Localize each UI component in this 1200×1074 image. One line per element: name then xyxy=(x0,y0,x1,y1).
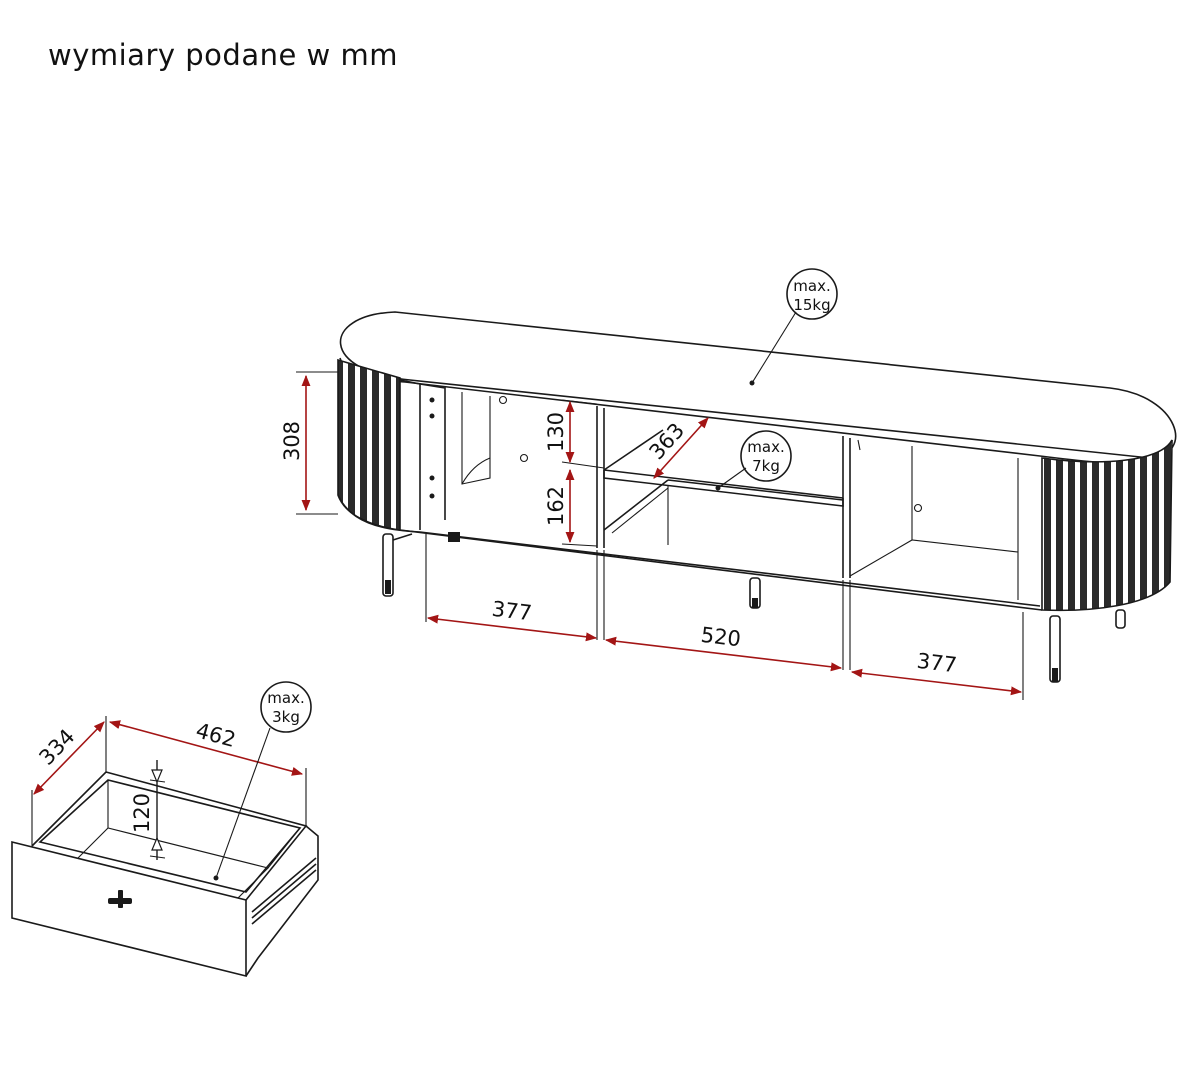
dim-shelf-upper: 130 xyxy=(544,412,568,452)
load-badge-shelf: max. 7kg xyxy=(715,430,792,491)
drawer-inner-box xyxy=(77,827,270,899)
drawer-side xyxy=(245,825,319,977)
cabinet-base xyxy=(399,529,1043,611)
divider-right xyxy=(842,436,851,578)
badge-shelf-value: 7kg xyxy=(752,457,780,475)
dimension-lines xyxy=(301,374,1023,696)
dim-shelf-lower: 162 xyxy=(544,486,568,526)
badge-shelf-label: max. xyxy=(747,438,784,456)
dim-width-left: 377 xyxy=(491,597,534,626)
dim-drawer-height: 120 xyxy=(130,793,154,833)
units-note: wymiary podane w mm xyxy=(48,38,398,72)
dim-shelf-depth: 363 xyxy=(644,418,689,464)
dim-width-right: 377 xyxy=(916,649,959,678)
load-badge-drawer: max. 3kg xyxy=(213,681,312,881)
badge-top-value: 15kg xyxy=(793,296,830,314)
extension-lines xyxy=(296,371,1024,700)
drawer-runner xyxy=(251,857,317,925)
drawer-handle xyxy=(108,890,132,908)
badge-drawer-value: 3kg xyxy=(272,708,300,726)
left-compartment xyxy=(399,379,529,530)
load-badge-top: max. 15kg xyxy=(749,268,838,386)
badge-top-label: max. xyxy=(793,277,830,295)
drawer: 334 462 120 max. 3kg xyxy=(11,681,319,978)
base-left-curve xyxy=(337,494,421,533)
base-back-line xyxy=(419,531,1041,607)
dim-height-total: 308 xyxy=(280,421,304,461)
drawer-inner-walls xyxy=(107,780,301,869)
drawer-dimension-lines xyxy=(33,720,304,860)
drawer-extension-lines xyxy=(31,716,307,859)
drawer-front xyxy=(11,840,247,978)
right-compartment xyxy=(849,439,1019,600)
dim-width-middle: 520 xyxy=(700,623,743,652)
tv-cabinet: 308 130 162 363 377 520 377 max. 15kg ma… xyxy=(280,268,1177,700)
cabinet-top xyxy=(339,311,1177,459)
cabinet-legs xyxy=(382,532,1126,683)
left-slatted-door xyxy=(337,358,401,531)
middle-shelf xyxy=(603,429,844,545)
right-slatted-door xyxy=(1041,439,1173,612)
drawer-rim xyxy=(31,771,308,901)
dim-drawer-depth: 334 xyxy=(34,724,79,770)
badge-drawer-label: max. xyxy=(267,689,304,707)
divider-left xyxy=(596,406,605,548)
